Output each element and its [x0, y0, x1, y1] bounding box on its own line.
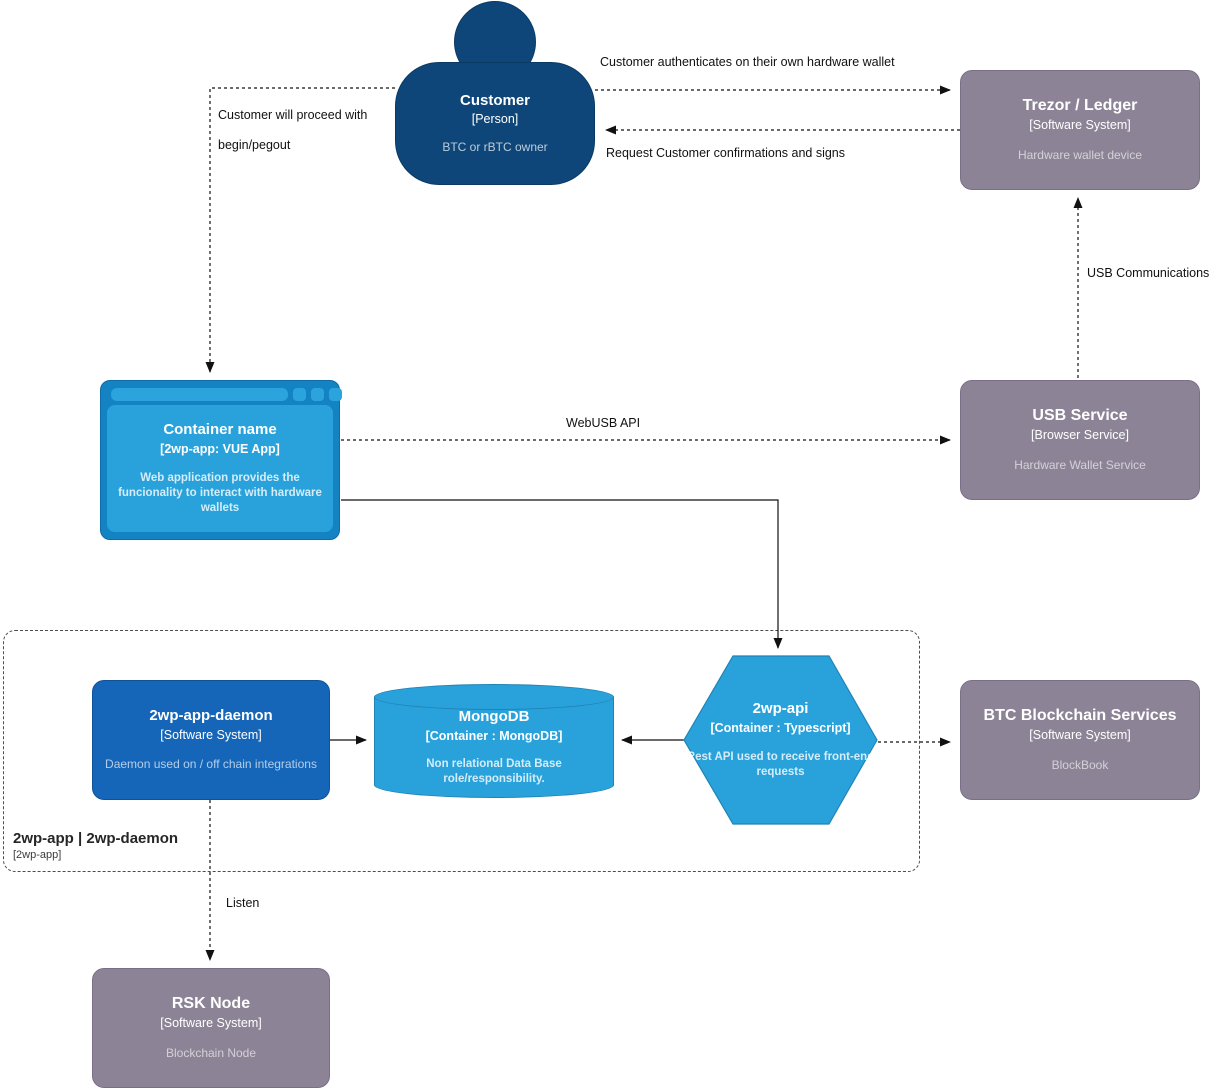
node-subtitle: [Software System] [1029, 728, 1131, 743]
node-title: MongoDB [458, 708, 530, 726]
node-2wp-api[interactable]: 2wp-api [Container : Typescript] Rest AP… [683, 655, 878, 825]
node-description: Hardware wallet device [1017, 148, 1143, 163]
browser-button-icon [311, 388, 324, 401]
node-title: Trezor / Ledger [1022, 97, 1138, 115]
node-trezor-ledger[interactable]: Trezor / Ledger [Software System] Hardwa… [960, 70, 1200, 190]
node-mongodb[interactable]: MongoDB [Container : MongoDB] Non relati… [374, 684, 614, 798]
node-title: Customer [459, 91, 530, 109]
node-description: Daemon used on / off chain integrations [105, 757, 317, 772]
node-subtitle: [2wp-app: VUE App] [160, 441, 280, 456]
boundary-label: 2wp-app | 2wp-daemon [2wp-app] [13, 830, 178, 861]
node-title: BTC Blockchain Services [983, 707, 1177, 725]
node-description: BTC or rBTC owner [442, 139, 548, 154]
node-title: Container name [163, 420, 277, 438]
boundary-subtitle: [2wp-app] [13, 849, 62, 861]
edge-label-usb-communications: USB Communications [1087, 266, 1210, 280]
node-webapp-container[interactable]: Container name [2wp-app: VUE App] Web ap… [100, 380, 342, 540]
browser-address-bar-icon [111, 388, 288, 401]
node-2wp-app-daemon[interactable]: 2wp-app-daemon [Software System] Daemon … [92, 680, 330, 800]
node-subtitle: [Container : MongoDB] [425, 729, 563, 744]
node-rsk-node[interactable]: RSK Node [Software System] Blockchain No… [92, 968, 330, 1088]
node-customer[interactable]: Customer [Person] BTC or rBTC owner [395, 62, 595, 185]
node-subtitle: [Software System] [160, 1016, 262, 1031]
node-subtitle: [Software System] [1029, 118, 1131, 133]
edge-webapp-to-api [341, 499, 783, 649]
edge-label-confirm: Request Customer confirmations and signs [606, 146, 846, 160]
node-title: 2wp-app-daemon [149, 707, 273, 725]
node-description: BlockBook [1051, 758, 1109, 773]
browser-button-icon [293, 388, 306, 401]
node-description: Rest API used to receive front-end reque… [686, 751, 875, 779]
edge-label-auth: Customer authenticates on their own hard… [600, 55, 895, 69]
edge-label-webusb: WebUSB API [566, 416, 641, 430]
node-subtitle: [Container : Typescript] [710, 720, 851, 735]
node-subtitle: [Browser Service] [1031, 428, 1129, 443]
browser-button-icon [329, 388, 342, 401]
hexagon-shape-icon [683, 655, 878, 825]
node-subtitle: [Software System] [160, 727, 262, 742]
node-title: USB Service [1032, 407, 1128, 425]
node-subtitle: [Person] [471, 112, 519, 127]
node-title: RSK Node [171, 995, 251, 1013]
hexagon-text: 2wp-api [Container : Typescript] Rest AP… [683, 655, 878, 825]
cylinder-top-icon [374, 684, 614, 710]
node-description: Web application provides the funcionalit… [118, 472, 322, 515]
node-description: Blockchain Node [165, 1046, 257, 1061]
node-btc-blockchain-services[interactable]: BTC Blockchain Services [Software System… [960, 680, 1200, 800]
node-usb-service[interactable]: USB Service [Browser Service] Hardware W… [960, 380, 1200, 500]
boundary-title: 2wp-app | 2wp-daemon [13, 830, 179, 847]
cylinder-text: MongoDB [Container : MongoDB] Non relati… [374, 697, 614, 798]
browser-content: Container name [2wp-app: VUE App] Web ap… [107, 405, 333, 532]
edge-label-proceed: Customer will proceed with begin/pegout [218, 108, 368, 152]
node-description: Non relational Data Base role/responsibi… [426, 757, 562, 785]
node-title: 2wp-api [752, 699, 809, 717]
edge-label-listen: Listen [226, 896, 260, 910]
cylinder-body [374, 697, 614, 798]
node-description: Hardware Wallet Service [1014, 458, 1146, 473]
